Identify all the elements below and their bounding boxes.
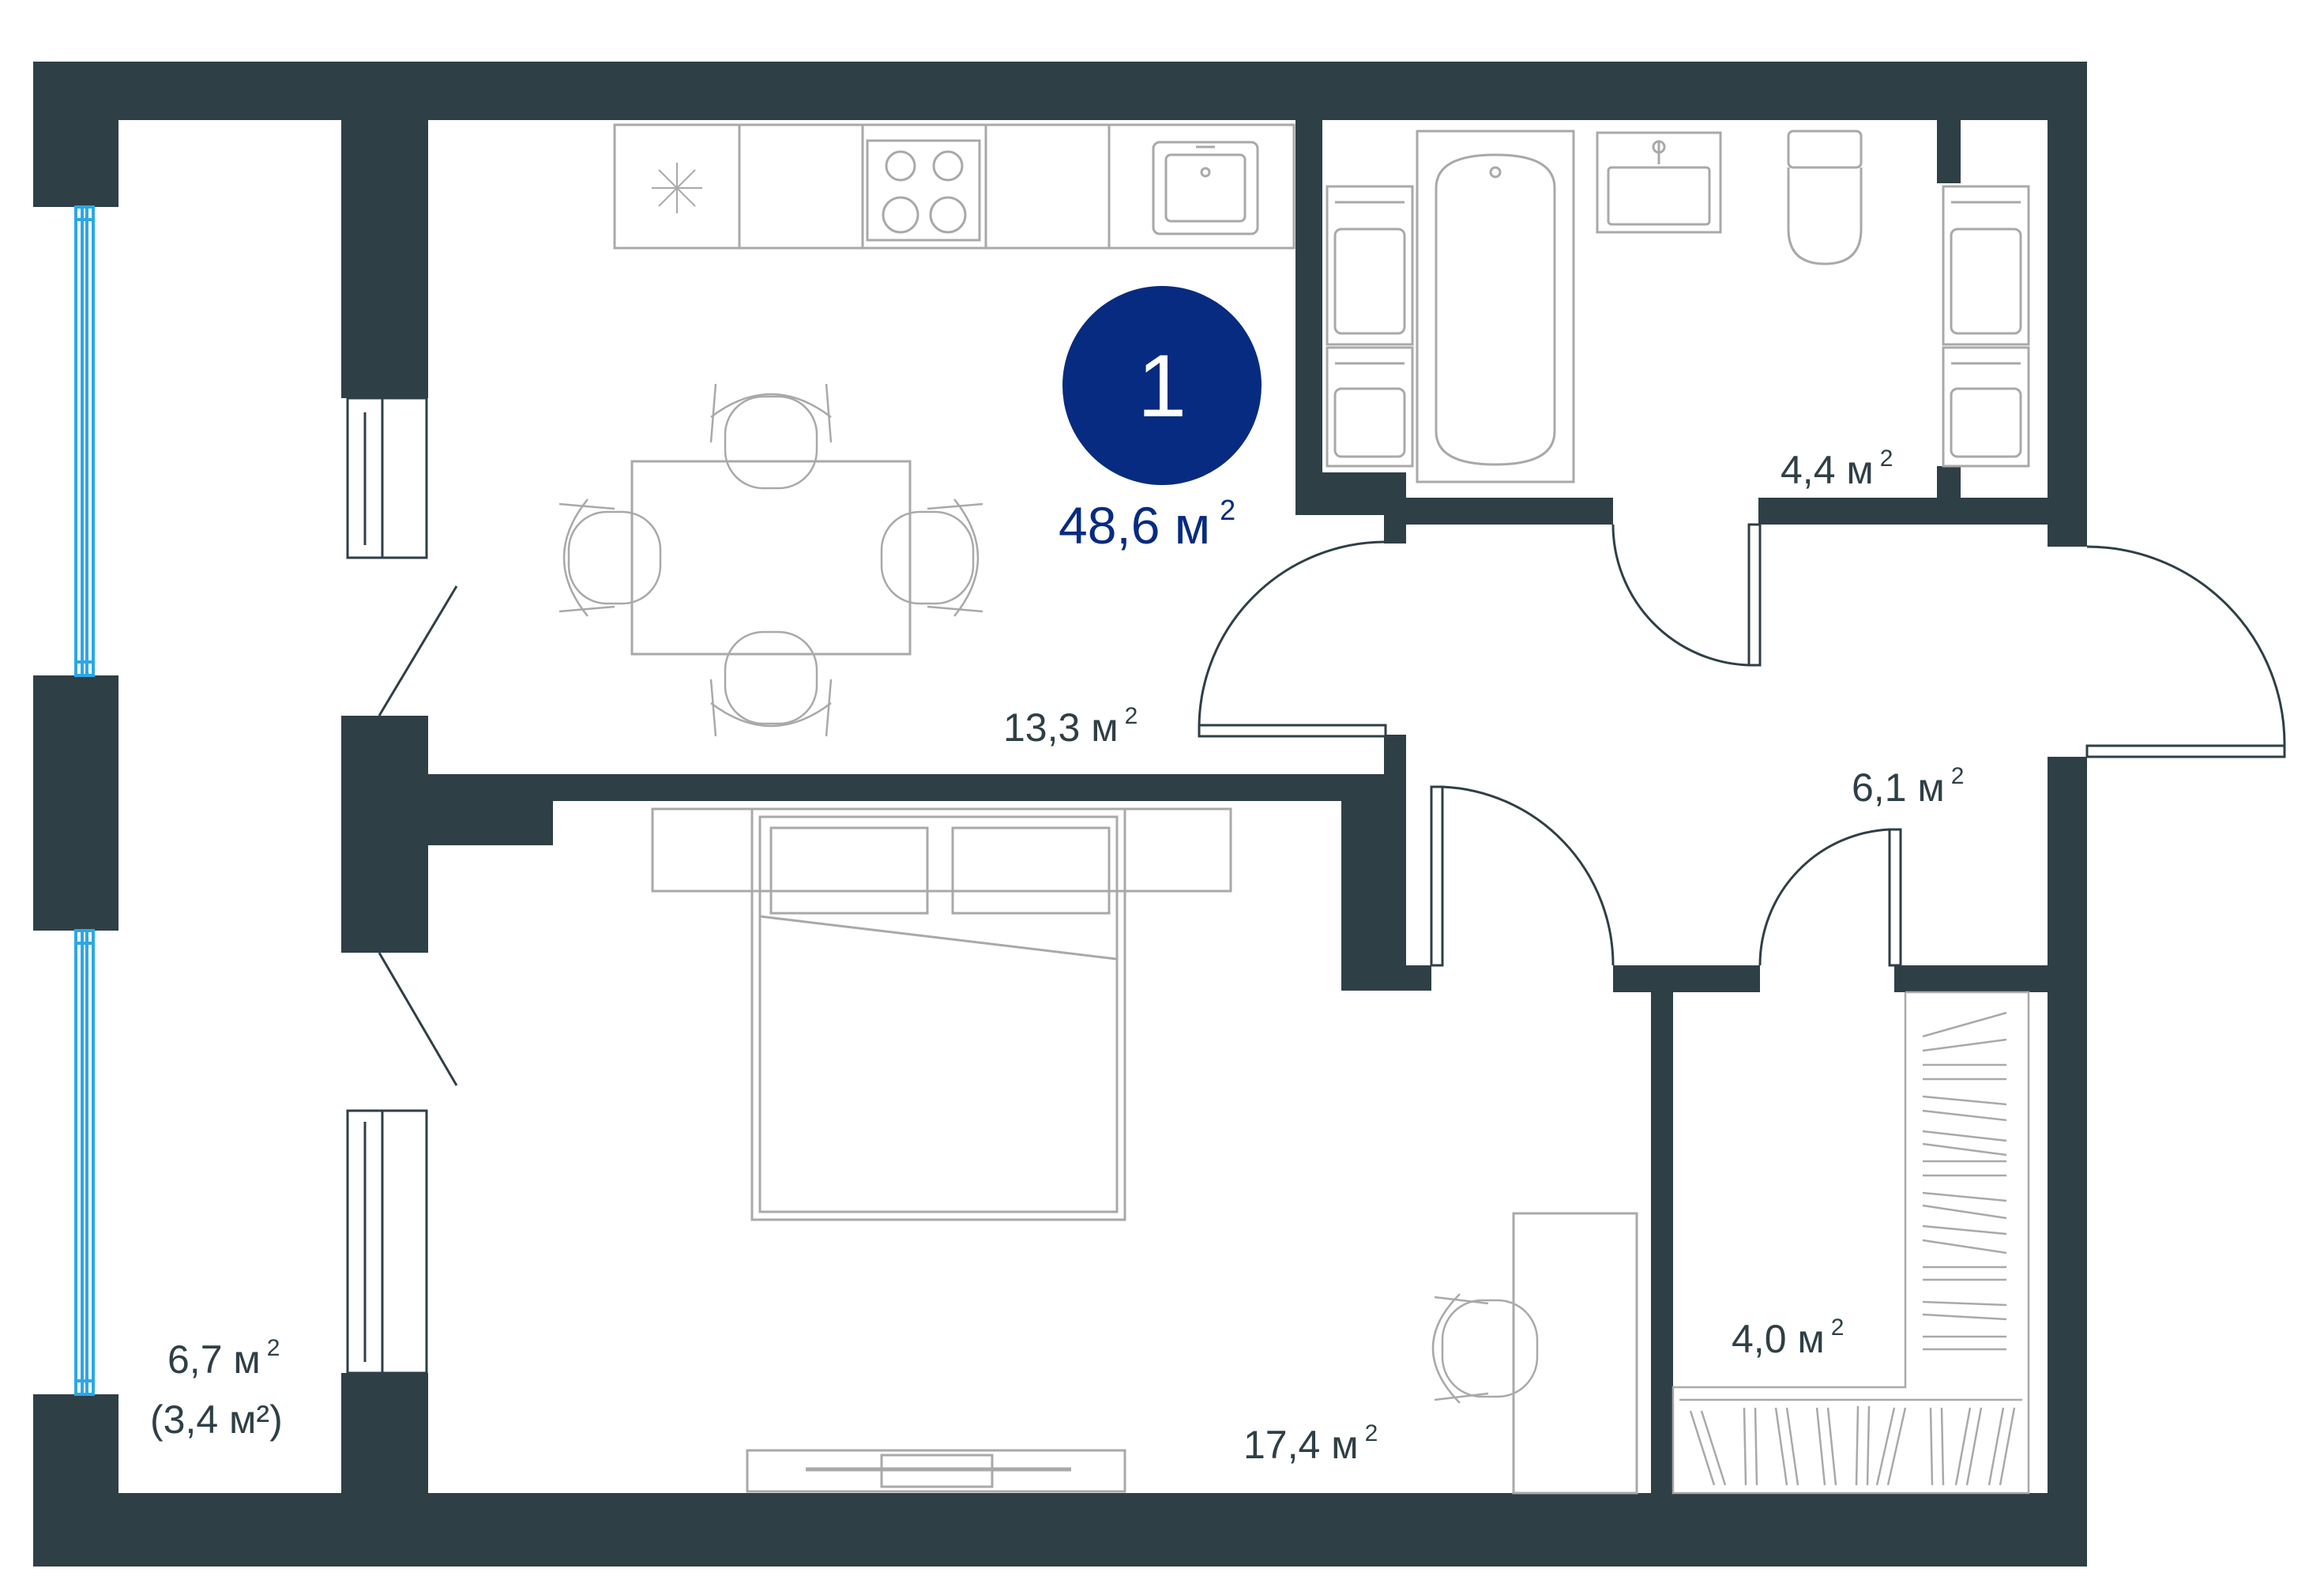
- chair-icon: [709, 630, 833, 737]
- total-area: 48,6 м 2: [1059, 496, 1235, 552]
- furniture: [558, 123, 2030, 1495]
- bathroom-sink-icon: [1596, 131, 1722, 234]
- stove-icon: [866, 139, 981, 242]
- kitchen-sink-icon: [1152, 141, 1259, 235]
- chair-icon: [709, 383, 833, 490]
- bedroom-shelf: [651, 807, 1232, 893]
- dining-table: [630, 460, 912, 656]
- desk: [1512, 1212, 1638, 1495]
- area-label-loggia-reduced: (3,4 м²): [150, 1397, 283, 1442]
- chair-icon: [1431, 1293, 1539, 1404]
- inner-window-frames: [346, 397, 428, 1375]
- total-area-exp: 2: [1220, 494, 1236, 526]
- washer-icon: [1326, 185, 1414, 468]
- total-area-value: 48,6 м: [1059, 496, 1211, 555]
- wardrobe-rack: [1672, 991, 2030, 1495]
- toilet-icon: [1787, 130, 1863, 265]
- doors: [378, 523, 2286, 1086]
- fridge-icon: [652, 163, 702, 213]
- chair-icon: [558, 498, 662, 617]
- walls: [33, 62, 2087, 1567]
- windows: [74, 205, 95, 1396]
- bathtub-icon: [1416, 130, 1575, 483]
- bed-icon: [750, 807, 1126, 1221]
- unit-number: 1: [1137, 336, 1187, 435]
- hangers: [1689, 1405, 2016, 1486]
- unit-badge: 1: [1062, 286, 1262, 485]
- washer-icon: [1942, 185, 2030, 468]
- hangers: [1922, 1011, 2007, 1351]
- chair-icon: [880, 498, 983, 617]
- kitchen-counter: [613, 123, 1295, 250]
- tv-stand: [746, 1449, 1126, 1493]
